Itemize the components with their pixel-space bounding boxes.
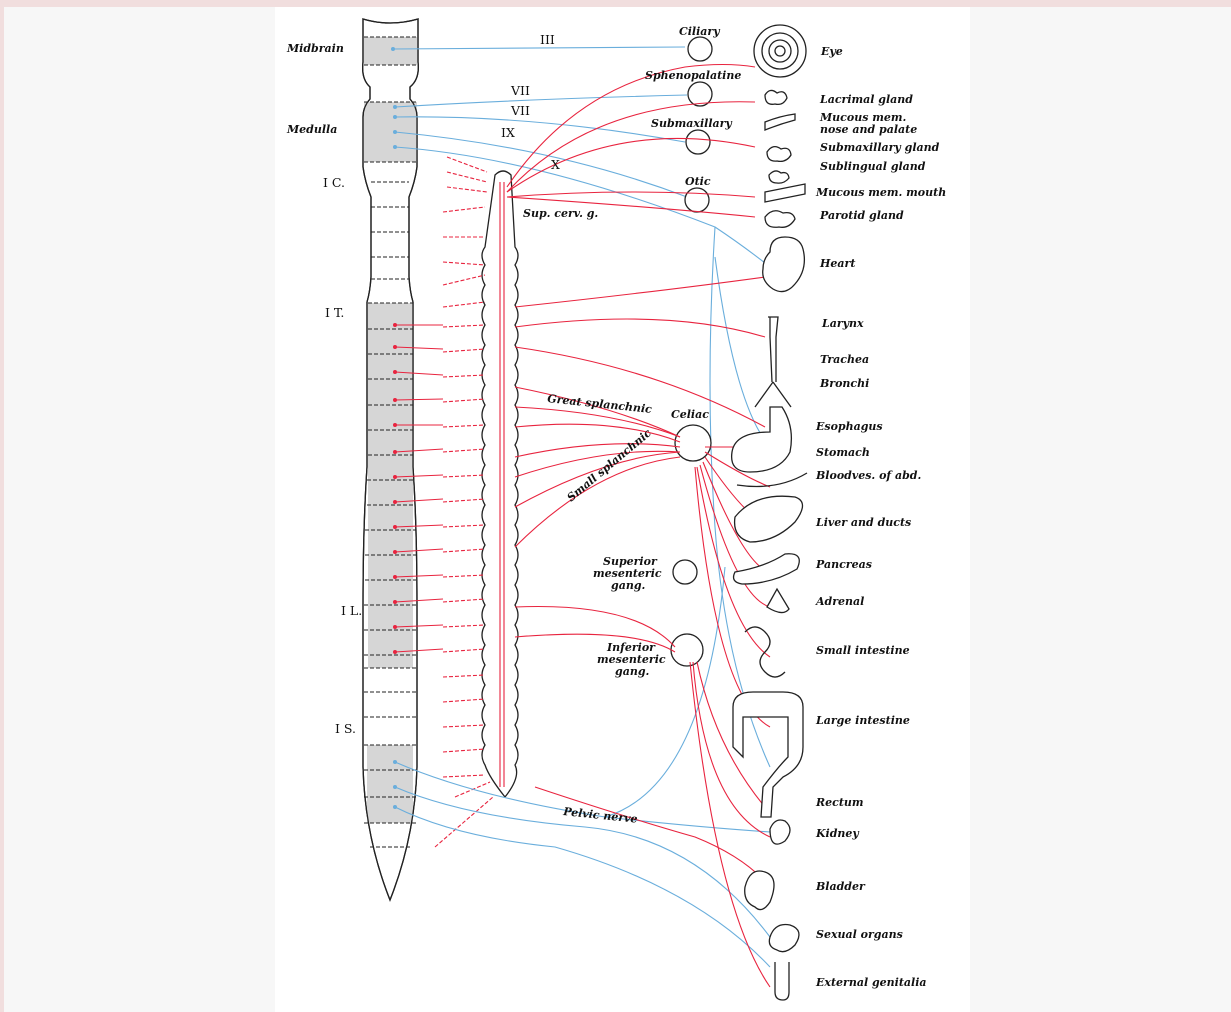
small-intestine-icon bbox=[745, 627, 785, 677]
diagram-svg: Midbrain Medulla I C. I T. I L. I S. III… bbox=[275, 7, 970, 1012]
large-intestine-icon bbox=[733, 692, 803, 817]
sublingual-gland-icon bbox=[769, 171, 789, 183]
label-celiac: Celiac bbox=[671, 408, 709, 421]
label-stomach: Stomach bbox=[816, 446, 870, 459]
label-small-intestine: Small intestine bbox=[816, 644, 910, 657]
label-sphenopalatine: Sphenopalatine bbox=[645, 69, 741, 82]
label-midbrain: Midbrain bbox=[286, 42, 344, 55]
label-nerve-vii-2: VII bbox=[510, 103, 530, 118]
mouth-mucosa-icon bbox=[765, 184, 805, 202]
label-large-intestine: Large intestine bbox=[815, 714, 910, 727]
superior-mesenteric-ganglion bbox=[673, 560, 697, 584]
label-trachea: Trachea bbox=[820, 353, 869, 366]
bloodvessel-icon bbox=[737, 473, 807, 487]
otic-ganglion bbox=[685, 188, 709, 212]
label-bladder: Bladder bbox=[815, 880, 866, 893]
label-submaxillary: Submaxillary bbox=[651, 117, 733, 130]
external-genitalia-icon bbox=[775, 962, 789, 1000]
label-liver-and-ducts: Liver and ducts bbox=[815, 516, 911, 529]
ganglia bbox=[671, 37, 712, 666]
thoracolumbar-segment bbox=[368, 303, 413, 668]
adrenal-icon bbox=[767, 589, 789, 613]
label-otic: Otic bbox=[685, 175, 711, 188]
sympathetic-trunk bbox=[482, 171, 518, 797]
label-thoracic: I T. bbox=[325, 305, 344, 320]
celiac-ganglion bbox=[675, 425, 711, 461]
lacrimal-gland-icon bbox=[765, 90, 787, 104]
label-inf-mesenteric-3: gang. bbox=[615, 665, 650, 678]
bronchi-icon bbox=[755, 382, 791, 407]
label-ciliary: Ciliary bbox=[679, 25, 721, 38]
kidney-icon bbox=[770, 820, 790, 844]
label-cervical: I C. bbox=[323, 175, 345, 190]
cranial-outflow bbox=[393, 47, 770, 967]
organ-labels: Eye Lacrimal gland Mucous mem. nose and … bbox=[815, 45, 946, 989]
label-great-splanchnic: Great splanchnic bbox=[547, 392, 653, 416]
nerve-labels: Great splanchnic Small splanchnic Pelvic… bbox=[547, 392, 654, 826]
label-medulla: Medulla bbox=[286, 123, 337, 136]
parotid-gland-icon bbox=[765, 211, 795, 228]
label-lacrimal-gland: Lacrimal gland bbox=[819, 93, 913, 106]
sexual-organs-icon bbox=[769, 925, 799, 952]
label-esophagus: Esophagus bbox=[815, 420, 883, 433]
autonomic-nervous-system-diagram: Midbrain Medulla I C. I T. I L. I S. III… bbox=[275, 7, 970, 1012]
label-sacral: I S. bbox=[335, 721, 356, 736]
midbrain-segment bbox=[364, 37, 417, 65]
medulla-segment bbox=[364, 102, 417, 162]
liver-icon bbox=[735, 496, 803, 542]
label-nerve-x: X bbox=[551, 157, 560, 172]
ciliary-ganglion bbox=[688, 37, 712, 61]
label-lumbar: I L. bbox=[341, 603, 362, 618]
label-sublingual-gland: Sublingual gland bbox=[820, 160, 926, 173]
heart-icon bbox=[763, 237, 805, 292]
eye-icon bbox=[754, 25, 806, 77]
stomach-icon bbox=[732, 407, 792, 472]
label-adrenal: Adrenal bbox=[815, 595, 864, 608]
pancreas-icon bbox=[734, 554, 800, 584]
sympathetic-postganglionic bbox=[507, 65, 770, 988]
label-nerve-ix: IX bbox=[501, 125, 515, 140]
organ-glyphs bbox=[732, 25, 807, 1000]
bladder-icon bbox=[745, 871, 774, 910]
cord-labels: Midbrain Medulla I C. I T. I L. I S. bbox=[286, 42, 362, 736]
label-sup-mesenteric-3: gang. bbox=[611, 579, 646, 592]
label-heart: Heart bbox=[819, 257, 855, 270]
label-nose-and-palate: nose and palate bbox=[820, 123, 917, 136]
label-nerve-vii-1: VII bbox=[510, 83, 530, 98]
label-rectum: Rectum bbox=[815, 796, 864, 809]
label-sexual-organs: Sexual organs bbox=[816, 928, 903, 941]
label-kidney: Kidney bbox=[815, 827, 860, 840]
label-pancreas: Pancreas bbox=[815, 558, 872, 571]
sacral-segment bbox=[367, 745, 413, 823]
label-nerve-iii: III bbox=[540, 32, 555, 47]
submaxillary-gland-icon bbox=[767, 147, 791, 162]
label-submaxillary-gland: Submaxillary gland bbox=[820, 141, 940, 154]
label-external-genitalia: External genitalia bbox=[815, 976, 927, 989]
label-eye: Eye bbox=[820, 45, 843, 58]
label-larynx: Larynx bbox=[821, 317, 864, 330]
submaxillary-ganglion bbox=[686, 130, 710, 154]
nose-palate-icon bbox=[765, 114, 795, 130]
label-bronchi: Bronchi bbox=[819, 377, 869, 390]
larynx-trachea-icon bbox=[768, 317, 778, 382]
label-parotid-gland: Parotid gland bbox=[819, 209, 904, 222]
label-mucous-mem-mouth: Mucous mem. mouth bbox=[815, 186, 946, 199]
label-sup-cerv: Sup. cerv. g. bbox=[523, 207, 598, 220]
cranial-nerve-labels: III VII VII IX X bbox=[501, 32, 560, 172]
label-bloodves-abd: Bloodves. of abd. bbox=[815, 469, 921, 482]
inferior-mesenteric-ganglion bbox=[671, 634, 703, 666]
